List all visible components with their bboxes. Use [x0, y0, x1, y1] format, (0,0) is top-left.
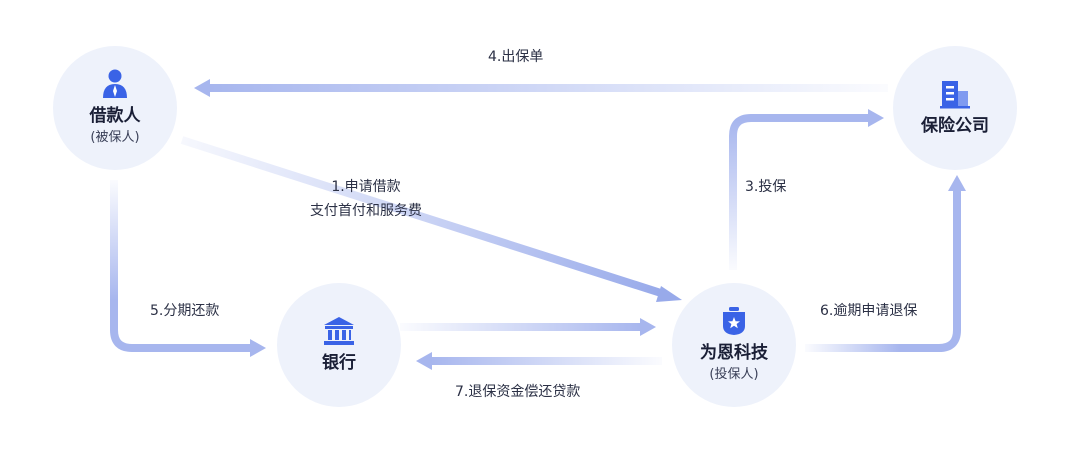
building-icon [939, 79, 971, 109]
label-installment-repay: 5.分期还款 [150, 301, 219, 321]
label-apply-loan: 1.申请借款 支付首付和服务费 [310, 177, 422, 221]
label-issue-policy: 4.出保单 [488, 47, 543, 67]
node-insurance-company: 保险公司 [893, 46, 1017, 170]
node-bank: 银行 [277, 283, 401, 407]
edge-apply-loan [182, 140, 682, 302]
bank-icon [323, 316, 355, 346]
edge-overdue-surrender [805, 175, 966, 348]
node-weien-tech: 为恩科技 (投保人) [672, 283, 796, 407]
node-borrower: 借款人 (被保人) [53, 46, 177, 170]
edge-installment-repay [114, 180, 266, 357]
insurance-title: 保险公司 [921, 115, 989, 137]
label-refund-repay-loan: 7.退保资金偿还贷款 [455, 382, 580, 402]
edge-bank-to-weien [400, 318, 656, 336]
edge-issue-policy [194, 79, 888, 97]
person-icon [102, 69, 128, 99]
bank-title: 银行 [322, 352, 356, 374]
shield-star-icon [720, 306, 748, 336]
label-apply-loan-line2: 支付首付和服务费 [310, 201, 422, 221]
label-overdue-surrender: 6.逾期申请退保 [820, 301, 917, 321]
label-insure: 3.投保 [745, 177, 786, 197]
label-apply-loan-line1: 1.申请借款 [310, 177, 422, 197]
borrower-subtitle: (被保人) [90, 129, 139, 147]
edge-refund-repay-loan [416, 352, 662, 370]
weien-title: 为恩科技 [700, 342, 768, 364]
weien-subtitle: (投保人) [709, 366, 758, 384]
borrower-title: 借款人 [90, 105, 141, 127]
